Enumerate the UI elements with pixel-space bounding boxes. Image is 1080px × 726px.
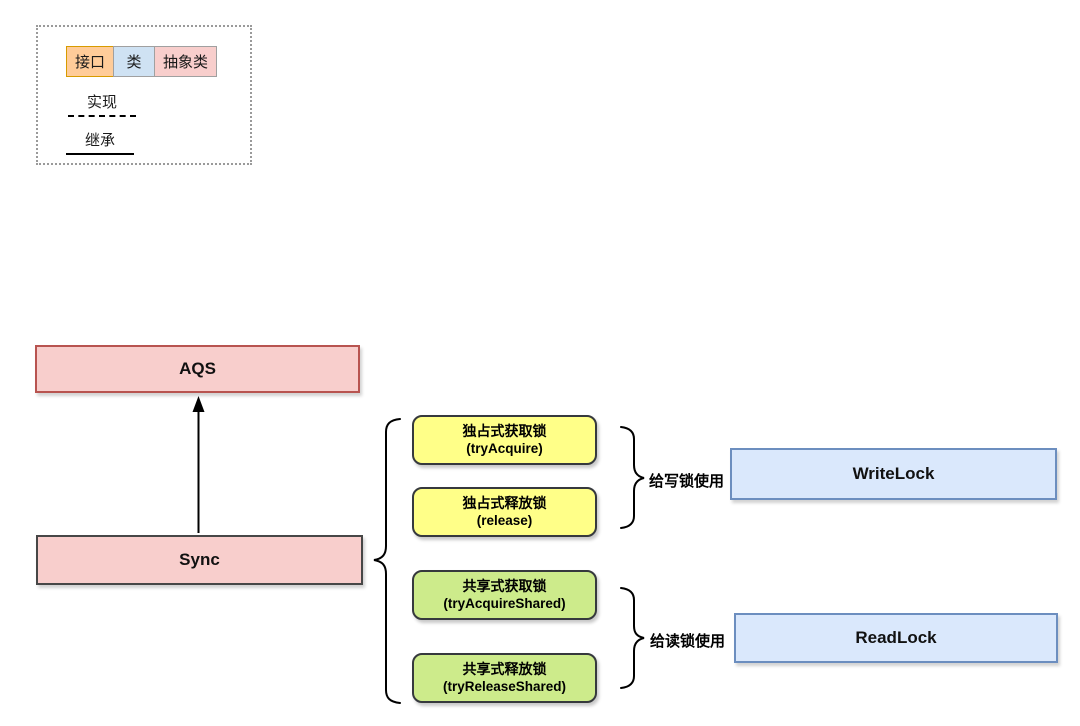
legend-inherits-label: 继承 (84, 132, 115, 149)
method-name: (tryAcquireShared) (443, 596, 566, 611)
method-box-try-release-shared: 共享式释放锁 (tryReleaseShared) (412, 653, 597, 703)
method-box-release: 独占式释放锁 (release) (412, 487, 597, 537)
brace-sync-to-methods (373, 418, 401, 704)
legend-edge-inherits: 继承 (66, 129, 134, 155)
legend-implements-label: 实现 (86, 94, 117, 111)
method-name: (tryReleaseShared) (442, 679, 567, 694)
read-group-label: 给读锁使用 (650, 633, 726, 650)
method-box-try-acquire-shared: 共享式获取锁 (tryAcquireShared) (412, 570, 597, 620)
implements-line-sample (68, 115, 136, 117)
inheritance-arrow-sync-to-aqs (192, 396, 205, 533)
method-title: 共享式释放锁 (462, 661, 547, 677)
legend-chip-abstract: 抽象类 (154, 46, 217, 77)
legend-edge-implements: 实现 (68, 91, 136, 117)
method-title: 独占式释放锁 (462, 495, 547, 511)
legend-chip-interface: 接口 (66, 46, 114, 77)
method-box-try-acquire: 独占式获取锁 (tryAcquire) (412, 415, 597, 465)
brace-write-group (620, 426, 645, 529)
write-group-label: 给写锁使用 (649, 473, 725, 490)
legend-panel: 接口类抽象类 实现 继承 (36, 25, 252, 165)
node-sync: Sync (36, 535, 363, 585)
inherits-line-sample (66, 153, 134, 155)
method-title: 独占式获取锁 (462, 423, 547, 439)
legend-chip-class: 类 (113, 46, 155, 77)
method-title: 共享式获取锁 (462, 578, 547, 594)
legend-shape-row: 接口类抽象类 (66, 46, 217, 77)
method-name: (release) (476, 513, 533, 528)
method-name: (tryAcquire) (466, 441, 543, 456)
brace-read-group (620, 587, 645, 689)
node-writelock: WriteLock (730, 448, 1057, 500)
node-readlock: ReadLock (734, 613, 1058, 663)
node-aqs: AQS (35, 345, 360, 393)
